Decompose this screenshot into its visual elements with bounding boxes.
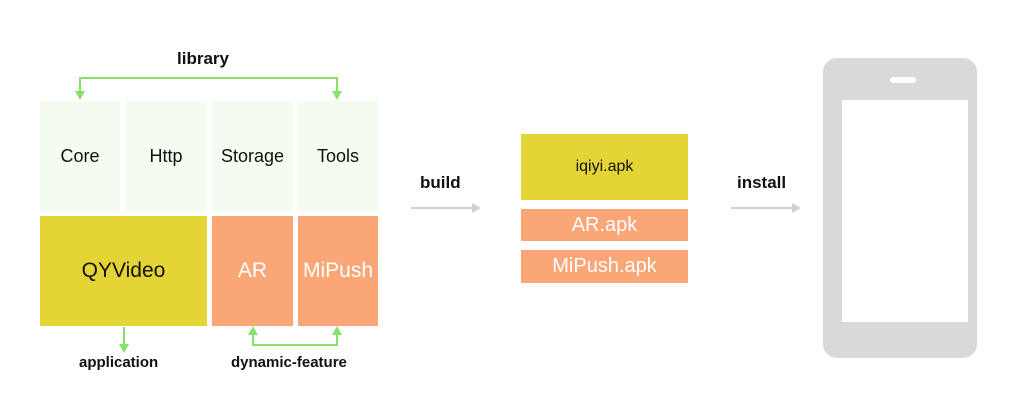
build-label: build xyxy=(420,173,461,192)
dynamic-feature-label: dynamic-feature xyxy=(231,354,347,371)
phone-speaker xyxy=(890,77,916,83)
install-label: install xyxy=(737,173,787,192)
dynamic-feature-arrowhead-right xyxy=(332,326,342,335)
module-tools: Tools xyxy=(298,101,378,212)
module-core: Core xyxy=(40,101,120,212)
module-storage: Storage xyxy=(212,101,293,212)
library-arrowhead-left xyxy=(75,91,85,100)
install-arrowhead xyxy=(792,203,801,213)
module-qyvideo: QYVideo xyxy=(40,216,207,326)
apk-ar: AR.apk xyxy=(521,209,688,241)
library-connector xyxy=(79,77,338,92)
dynamic-feature-arrowhead-left xyxy=(248,326,258,335)
phone-screen xyxy=(842,100,968,322)
module-mipush: MiPush xyxy=(298,216,378,326)
module-http: Http xyxy=(126,101,206,212)
module-ar: AR xyxy=(212,216,293,326)
application-arrowhead xyxy=(119,344,129,353)
library-label: library xyxy=(177,49,229,68)
apk-iqiyi: iqiyi.apk xyxy=(521,134,688,200)
build-arrowhead xyxy=(472,203,481,213)
dynamic-feature-connector xyxy=(252,333,338,346)
library-arrowhead-right xyxy=(332,91,342,100)
application-label: application xyxy=(79,354,159,371)
apk-mipush: MiPush.apk xyxy=(521,250,688,283)
phone-icon xyxy=(823,58,977,358)
